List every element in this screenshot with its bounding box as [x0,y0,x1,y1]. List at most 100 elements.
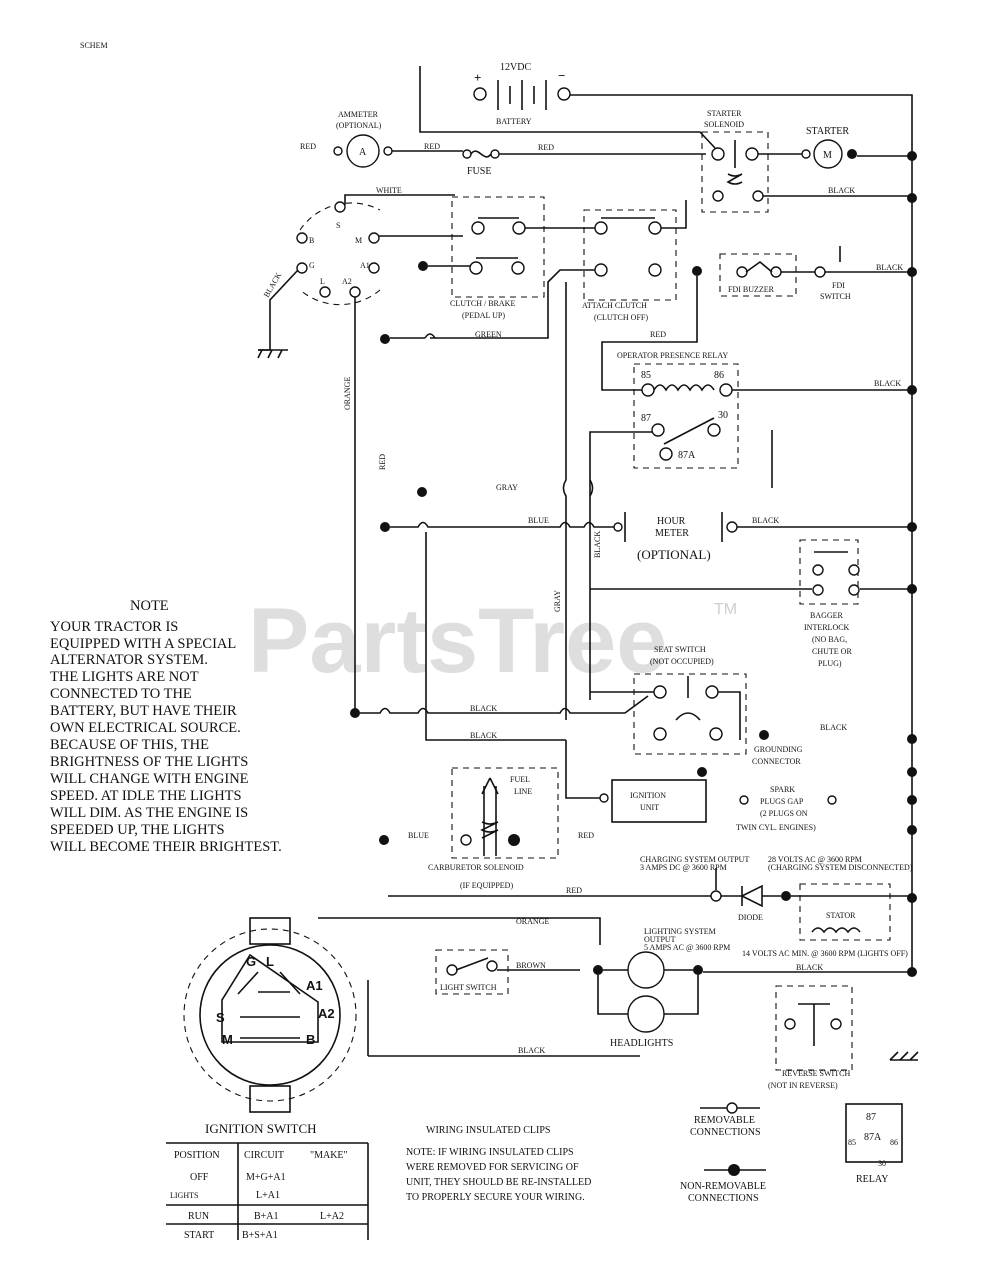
relay-legend: 87 87A 85 86 30 RELAY [845,1103,903,1185]
spark-plugs: SPARK PLUGS GAP (2 PLUGS ON TWIN CYL. EN… [736,785,837,832]
bus-node [907,893,917,903]
battery-negative-terminal [557,87,571,101]
svg-text:87A: 87A [864,1132,882,1143]
wire-label: RED [424,142,440,151]
battery-positive-wire [419,66,716,149]
svg-text:BRIGHTNESS OF THE LIGHTS: BRIGHTNESS OF THE LIGHTS [50,754,248,770]
svg-text:FUSE: FUSE [467,166,491,177]
svg-text:G: G [309,261,315,270]
junction-node [379,835,389,845]
bus-node [907,825,917,835]
svg-text:IGNITION: IGNITION [630,791,666,800]
bus-node [907,734,917,744]
svg-text:GROUNDING: GROUNDING [754,745,803,754]
svg-text:B: B [306,1032,315,1047]
battery-voltage: 12VDC [500,62,531,73]
wire-label: BLACK [752,516,779,525]
svg-text:TO PROPERLY SECURE YOUR WIRING: TO PROPERLY SECURE YOUR WIRING. [406,1192,585,1203]
svg-text:30: 30 [878,1159,886,1168]
svg-text:BAGGER: BAGGER [810,611,844,620]
svg-text:NOTE: NOTE [130,598,169,614]
grounding-node [759,730,769,740]
svg-text:WIRING INSULATED CLIPS: WIRING INSULATED CLIPS [426,1125,550,1136]
svg-text:OPERATOR PRESENCE RELAY: OPERATOR PRESENCE RELAY [617,351,728,360]
wire-label: GREEN [475,330,502,339]
wire-label: RED [378,454,387,470]
wire-label: BLACK [470,731,497,740]
clips-note: WIRING INSULATED CLIPS NOTE: IF WIRING I… [406,1125,591,1203]
table-cell: START [184,1230,214,1241]
svg-text:M: M [823,150,832,161]
svg-text:A1: A1 [306,978,323,993]
wire-label: RED [566,886,582,895]
starter-motor: STARTER M [801,126,857,169]
svg-text:WILL DIM. AS THE ENGINE IS: WILL DIM. AS THE ENGINE IS [50,805,248,821]
wire-label: RED [538,143,554,152]
bagger-interlock: BAGGER INTERLOCK (NO BAG, CHUTE OR PLUG) [799,539,860,668]
svg-text:M: M [355,236,362,245]
alternator-note: NOTE YOUR TRACTOR IS EQUIPPED WITH A SPE… [50,598,282,855]
svg-text:ATTACH CLUTCH: ATTACH CLUTCH [582,301,647,310]
svg-text:S: S [336,221,340,230]
svg-text:(OPTIONAL): (OPTIONAL) [637,547,711,562]
light-switch: LIGHT SWITCH [435,949,509,995]
bus-node [907,193,917,203]
junction-node [380,522,390,532]
wire-label: BLACK [820,723,847,732]
svg-text:14 VOLTS AC MIN. @ 3600 RPM (L: 14 VOLTS AC MIN. @ 3600 RPM (LIGHTS OFF) [742,949,908,958]
svg-text:CONNECTED TO THE: CONNECTED TO THE [50,686,192,702]
svg-text:L: L [320,277,325,286]
svg-text:METER: METER [655,528,689,539]
svg-text:(NO BAG,: (NO BAG, [812,635,847,644]
table-header: POSITION [174,1150,220,1161]
svg-text:SEAT SWITCH: SEAT SWITCH [654,645,706,654]
battery: 12VDC + − BATTERY [473,62,571,126]
svg-text:86: 86 [890,1138,898,1147]
svg-text:TWIN CYL. ENGINES): TWIN CYL. ENGINES) [736,823,816,832]
svg-text:LIGHT SWITCH: LIGHT SWITCH [440,983,497,992]
svg-text:(OPTIONAL): (OPTIONAL) [336,121,382,130]
svg-text:A1: A1 [360,261,370,270]
attach-clutch-switch: ATTACH CLUTCH (CLUTCH OFF) [582,209,677,322]
ground-bus-wire [570,94,913,972]
svg-text:THE LIGHTS ARE NOT: THE LIGHTS ARE NOT [50,669,199,685]
wire-label: GRAY [496,483,518,492]
svg-text:87: 87 [641,413,651,424]
svg-text:(NOT IN REVERSE): (NOT IN REVERSE) [768,1081,838,1090]
svg-text:NOTE: IF WIRING INSULATED CLIP: NOTE: IF WIRING INSULATED CLIPS [406,1147,574,1158]
wire-label: WHITE [376,186,402,195]
svg-text:WILL CHANGE WITH ENGINE: WILL CHANGE WITH ENGINE [50,771,249,787]
svg-text:OUTPUT: OUTPUT [644,935,676,944]
svg-text:SOLENOID: SOLENOID [704,120,744,129]
svg-text:HOUR: HOUR [657,516,686,527]
bus-node [907,767,917,777]
table-cell: RUN [188,1211,209,1222]
fuse: FUSE [462,149,500,177]
svg-text:OWN ELECTRICAL SOURCE.: OWN ELECTRICAL SOURCE. [50,720,241,736]
junction-node [350,708,360,718]
headlights: HEADLIGHTS [593,951,703,1049]
wire-label: BLACK [470,704,497,713]
ammeter: AMMETER (OPTIONAL) A [333,110,393,168]
table-cell: OFF [190,1172,209,1183]
junction-node [417,487,427,497]
svg-text:YOUR TRACTOR IS: YOUR TRACTOR IS [50,619,178,635]
wire-label: BLACK [593,531,602,558]
svg-text:CONNECTIONS: CONNECTIONS [690,1127,761,1138]
ammeter-gauge [346,134,380,168]
wire-label: BLUE [528,516,549,525]
table-cell: M+G+A1 [246,1172,286,1183]
svg-text:WERE REMOVED FOR SERVICING OF: WERE REMOVED FOR SERVICING OF [406,1162,579,1173]
ground-symbol [257,349,288,359]
svg-text:CONNECTIONS: CONNECTIONS [688,1193,759,1204]
wire-label: ORANGE [343,377,352,410]
operator-presence-relay: OPERATOR PRESENCE RELAY 85 86 87 30 87A [617,351,739,469]
junction-node [692,266,702,276]
svg-text:SPARK: SPARK [770,785,795,794]
wire-label: GRAY [553,590,562,612]
svg-text:(2 PLUGS ON: (2 PLUGS ON [760,809,808,818]
wire-label: BROWN [516,961,546,970]
svg-text:SWITCH: SWITCH [820,292,851,301]
svg-text:CHUTE OR: CHUTE OR [812,647,852,656]
svg-text:M: M [222,1032,233,1047]
